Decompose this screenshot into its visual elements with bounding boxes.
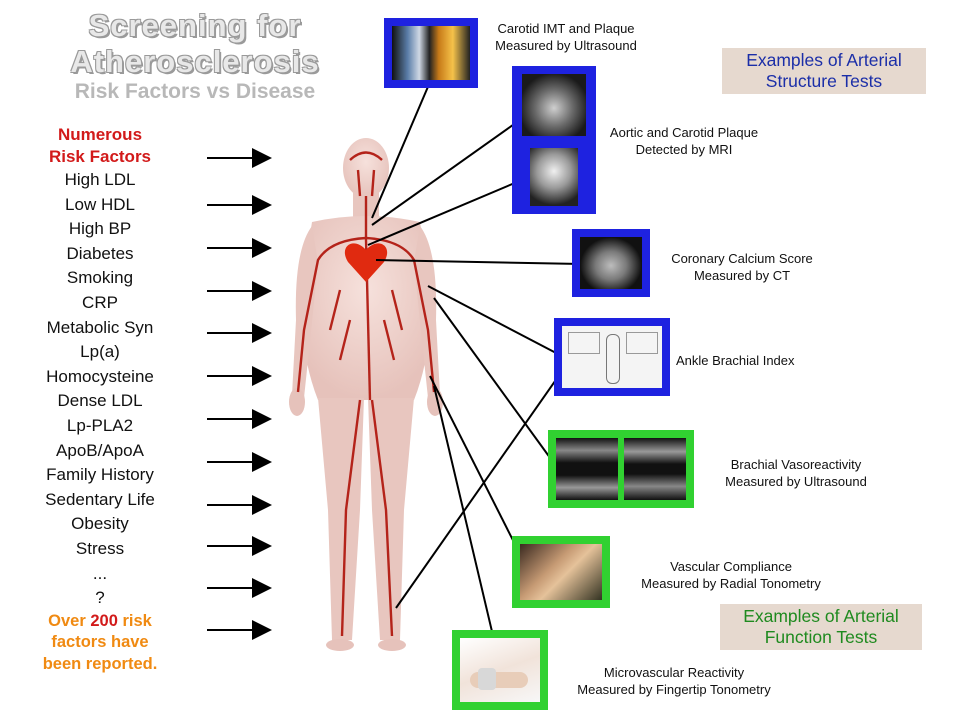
risk-item: ? xyxy=(95,588,105,608)
risk-item: Sedentary Life xyxy=(45,489,155,509)
structure-tests-legend: Examples of Arterial Structure Tests xyxy=(722,48,926,94)
human-body-figure xyxy=(289,138,443,651)
risk-item: Metabolic Syn xyxy=(46,317,154,337)
risk-heading-line-1: Numerous xyxy=(57,125,143,144)
brachial-thumbnail xyxy=(548,430,694,508)
risk-footer-line-3: been reported. xyxy=(42,654,158,673)
fingertip-thumbnail xyxy=(452,630,548,710)
risk-item: Stress xyxy=(75,538,125,558)
title-line-1: Screening for xyxy=(88,8,302,43)
heart-icon xyxy=(344,243,388,282)
connector-lines xyxy=(367,81,583,641)
abi-caption: Ankle Brachial Index xyxy=(676,353,795,368)
carotid-imt-thumbnail xyxy=(384,18,478,88)
risk-item: CRP xyxy=(82,292,118,312)
risk-item: Homocysteine xyxy=(46,366,154,386)
function-tests-legend: Examples of Arterial Function Tests xyxy=(720,604,922,650)
risk-item: High BP xyxy=(68,219,132,239)
risk-item: Obesity xyxy=(71,514,129,534)
title-line-2: Atherosclerosis xyxy=(70,44,320,79)
risk-count: 200 xyxy=(90,611,118,630)
risk-item: Lp-PLA2 xyxy=(66,415,134,435)
risk-item: High LDL xyxy=(64,170,136,189)
mri-thumbnail xyxy=(512,66,596,214)
risk-factor-list: Numerous Risk Factors High LDL Low HDL H… xyxy=(20,124,180,675)
risk-item: ApoB/ApoA xyxy=(56,440,144,460)
risk-footer-line-2: factors have xyxy=(51,633,149,652)
risk-arrows xyxy=(207,148,272,640)
risk-item: Smoking xyxy=(66,268,134,288)
risk-item: Family History xyxy=(46,465,154,485)
ct-thumbnail xyxy=(572,229,650,297)
risk-footer-line-1: Over 200 risk xyxy=(48,611,152,630)
subtitle: Risk Factors vs Disease xyxy=(74,80,316,103)
tonometry-thumbnail xyxy=(512,536,610,608)
risk-item: ... xyxy=(92,563,108,583)
risk-item: Low HDL xyxy=(65,194,135,214)
risk-heading-line-2: Risk Factors xyxy=(48,147,152,166)
risk-item: Diabetes xyxy=(66,243,134,263)
risk-item: Dense LDL xyxy=(57,391,143,411)
abi-thumbnail xyxy=(554,318,670,396)
risk-item: Lp(a) xyxy=(80,342,120,362)
